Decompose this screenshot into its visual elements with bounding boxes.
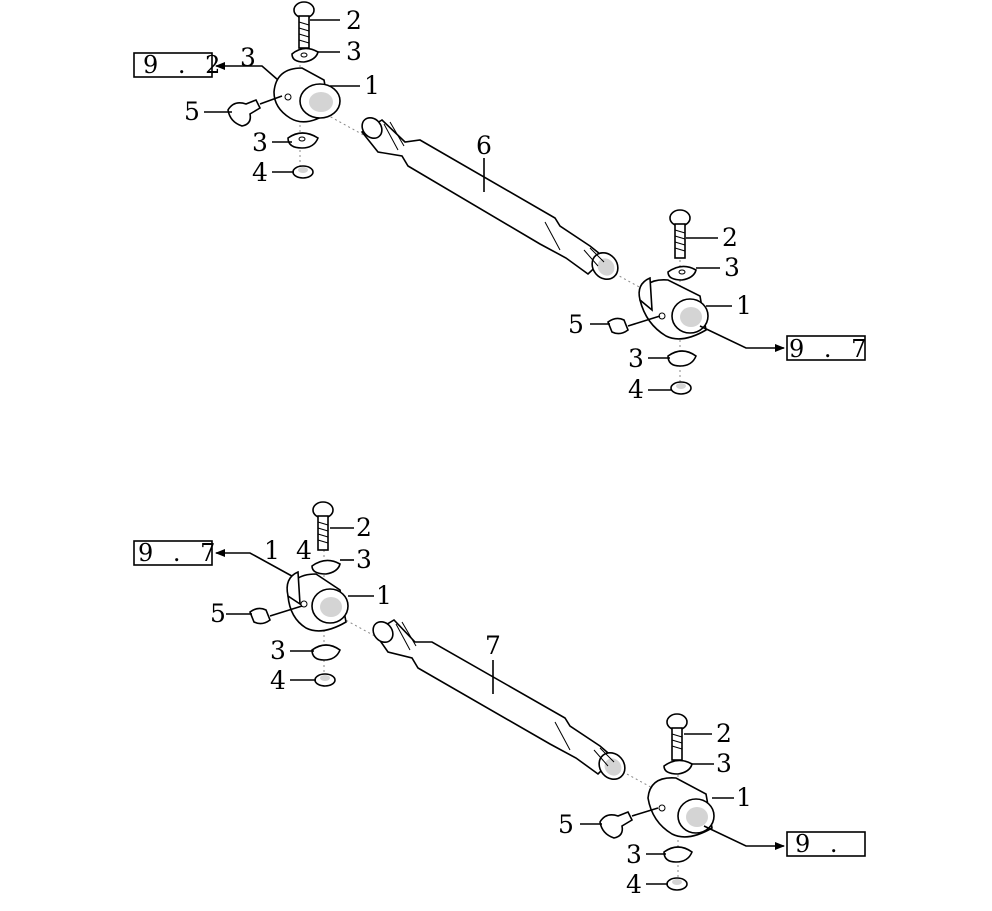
upper-shaft: [360, 116, 619, 281]
upper-ref-left-page: 3: [240, 43, 256, 72]
lower-left-callout-nut: 4: [270, 666, 286, 695]
upper-right-fitting: [607, 315, 661, 335]
lower-ref-left-text: 9 . 7: [138, 539, 221, 567]
lower-ref-box-right[interactable]: 9 .: [786, 830, 866, 858]
lower-left-callout-washer-bottom: 3: [270, 636, 286, 665]
upper-right-bolt: [669, 209, 691, 259]
lower-left-washer-bottom: [311, 644, 341, 661]
lower-left-callout-washer-top: 3: [356, 545, 372, 574]
upper-right-nut: [670, 381, 692, 395]
upper-ref-box-left[interactable]: 9 . 2 3: [133, 43, 279, 81]
lower-ref-left-extra: 4: [296, 536, 312, 565]
lower-right-callout-washer-top: 3: [716, 749, 732, 778]
upper-right-joint: [638, 276, 709, 340]
lower-left-callout-bolt: 2: [356, 513, 372, 542]
upper-right-washer-bottom: [667, 350, 697, 367]
lower-right-callout-nut: 4: [626, 870, 642, 899]
upper-right-washer-top: [667, 265, 697, 281]
upper-right-callout-washer-top: 3: [724, 253, 740, 282]
lower-assembly: 9 . 7 1 4: [133, 501, 866, 899]
upper-left-washer-top: [291, 47, 319, 63]
lower-right-callout-fitting: 5: [558, 810, 574, 839]
upper-assembly: 9 . 2 3: [133, 1, 872, 404]
lower-left-fitting: [249, 605, 303, 625]
upper-left-callout-washer-top: 3: [346, 37, 362, 66]
upper-right-callout-joint: 1: [736, 291, 752, 320]
upper-right-callout-washer-bottom: 3: [628, 344, 644, 373]
upper-left-fitting: [227, 95, 283, 127]
lower-left-bolt: [312, 501, 334, 551]
lower-ref-box-left[interactable]: 9 . 7 1 4: [133, 536, 312, 587]
upper-left-nut: [292, 165, 314, 179]
lower-left-nut: [314, 673, 336, 687]
upper-ref-box-right[interactable]: 9 . 7: [786, 335, 872, 363]
lower-right-callout-washer-bottom: 3: [626, 840, 642, 869]
lower-ref-right-text: 9 .: [795, 830, 844, 858]
upper-left-callout-bolt: 2: [346, 6, 362, 35]
lower-right-fitting: [599, 807, 659, 839]
upper-shaft-callout: 6: [476, 131, 492, 160]
lower-right-callout-joint: 1: [736, 783, 752, 812]
upper-ref-right-text: 9 . 7: [789, 335, 872, 363]
upper-left-callout-joint: 1: [364, 71, 380, 100]
lower-shaft: [372, 618, 626, 781]
lower-right-washer-bottom: [663, 846, 693, 863]
upper-right-callout-nut: 4: [628, 375, 644, 404]
upper-right-callout-bolt: 2: [722, 223, 738, 252]
lower-right-nut: [666, 877, 688, 891]
lower-left-washer-top: [311, 559, 341, 575]
lower-ref-left-page: 1: [264, 536, 280, 565]
upper-left-callout-nut: 4: [252, 158, 268, 187]
lower-left-joint: [286, 570, 349, 632]
lower-right-bolt: [666, 713, 688, 761]
upper-left-callout-washer-bottom: 3: [252, 128, 268, 157]
upper-ref-left-text: 9 . 2: [143, 51, 226, 79]
upper-left-washer-bottom: [287, 132, 319, 149]
lower-right-washer-top: [663, 759, 693, 775]
lower-right-joint: [647, 777, 715, 838]
lower-left-callout-fitting: 5: [210, 599, 226, 628]
upper-left-callout-fitting: 5: [184, 97, 200, 126]
lower-shaft-callout: 7: [485, 631, 501, 660]
upper-left-bolt: [293, 1, 315, 49]
upper-axis-line: [299, 99, 691, 316]
upper-right-callout-fitting: 5: [568, 310, 584, 339]
lower-left-callout-joint: 1: [376, 581, 392, 610]
upper-left-joint: [273, 67, 341, 123]
lower-right-callout-bolt: 2: [716, 719, 732, 748]
